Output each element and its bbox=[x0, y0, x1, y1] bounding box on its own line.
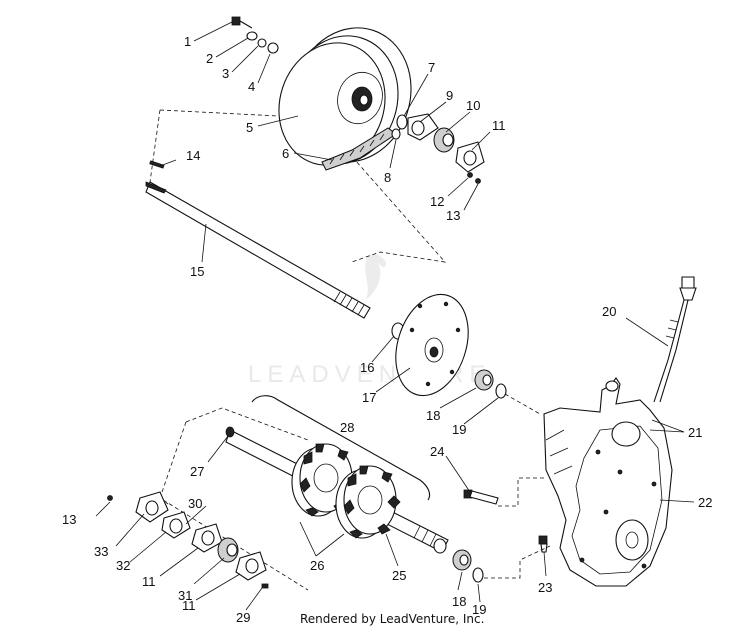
chaincase-housing bbox=[543, 377, 673, 587]
callout-12: 12 bbox=[430, 194, 444, 209]
callout-14: 14 bbox=[186, 148, 200, 163]
callout-2: 2 bbox=[206, 51, 213, 66]
callout-5: 5 bbox=[246, 120, 253, 135]
upper-group-outline bbox=[159, 109, 447, 263]
callout-29: 29 bbox=[236, 610, 250, 625]
washer-upper bbox=[495, 383, 507, 399]
callout-8: 8 bbox=[384, 170, 391, 185]
callout-19-lower: 19 bbox=[472, 602, 486, 617]
callout-13-upper: 13 bbox=[446, 208, 460, 223]
callout-21: 21 bbox=[688, 425, 702, 440]
callout-17: 17 bbox=[362, 390, 376, 405]
callout-30: 30 bbox=[188, 496, 202, 511]
leader-lines bbox=[95, 21, 695, 611]
callout-18-lower: 18 bbox=[452, 594, 466, 609]
callout-20: 20 bbox=[602, 304, 616, 319]
callout-33: 33 bbox=[94, 544, 108, 559]
callout-28: 28 bbox=[340, 420, 354, 435]
callout-6: 6 bbox=[282, 146, 289, 161]
callout-18-upper: 18 bbox=[426, 408, 440, 423]
washer-lower bbox=[472, 567, 484, 583]
callout-9: 9 bbox=[446, 88, 453, 103]
callout-10: 10 bbox=[466, 98, 480, 113]
callout-13-lower: 13 bbox=[62, 512, 76, 527]
bolt-washer-stack bbox=[231, 16, 279, 54]
callout-15: 15 bbox=[190, 264, 204, 279]
callout-16: 16 bbox=[360, 360, 374, 375]
callout-7: 7 bbox=[428, 60, 435, 75]
callout-31: 31 bbox=[178, 588, 192, 603]
callout-1: 1 bbox=[184, 34, 191, 49]
callout-23: 23 bbox=[538, 580, 552, 595]
dipstick bbox=[653, 276, 697, 403]
callout-26: 26 bbox=[310, 558, 324, 573]
drain-plug bbox=[538, 535, 548, 553]
callout-27: 27 bbox=[190, 464, 204, 479]
callout-4: 4 bbox=[248, 79, 255, 94]
bearing-assembly-upper bbox=[391, 113, 485, 184]
callout-32: 32 bbox=[116, 558, 130, 573]
callout-24: 24 bbox=[430, 444, 444, 459]
callout-11-lower-b: 11 bbox=[182, 598, 196, 613]
callout-22: 22 bbox=[698, 495, 712, 510]
credit-text: Rendered by LeadVenture, Inc. bbox=[300, 612, 484, 626]
driven-pulley bbox=[278, 27, 412, 166]
bolt-long bbox=[463, 489, 499, 505]
callout-19-upper: 19 bbox=[452, 422, 466, 437]
lower-group-outline bbox=[185, 407, 309, 441]
callout-labels: 1 2 3 4 5 6 7 8 9 10 11 12 13 14 15 16 1… bbox=[62, 34, 712, 625]
drive-sprocket-right bbox=[335, 465, 401, 539]
callout-11-upper: 11 bbox=[492, 118, 506, 133]
callout-25: 25 bbox=[392, 568, 406, 583]
driven-shaft bbox=[145, 181, 371, 319]
callout-3: 3 bbox=[222, 66, 229, 81]
callout-11-lower-a: 11 bbox=[142, 574, 156, 589]
brake-disc bbox=[395, 293, 469, 397]
bracket-28 bbox=[251, 395, 431, 501]
shaft-end-cap bbox=[225, 426, 235, 438]
